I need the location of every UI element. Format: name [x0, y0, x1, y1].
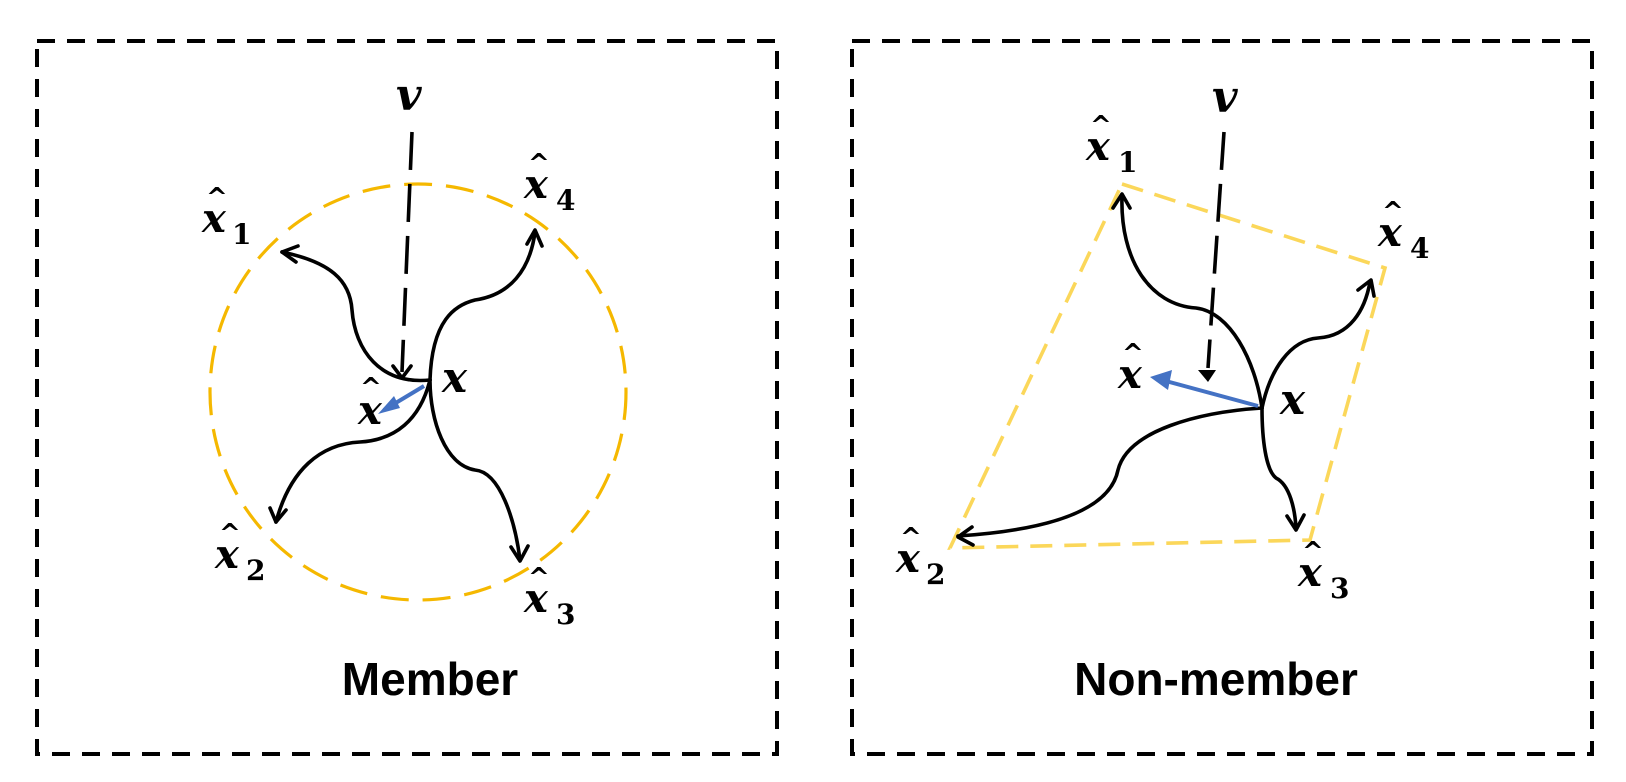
member-arrowhead-x4 [525, 228, 544, 248]
non-member-frame [850, 39, 1594, 756]
non-member-label-x-hat-2: x ^ 2 [895, 523, 945, 591]
member-x4-hat: ^ [528, 149, 550, 179]
member-x2-sub: 2 [246, 554, 265, 587]
member-curve-x4 [428, 230, 537, 382]
non-member-caption: Non-member [1074, 653, 1358, 705]
member-x4-base: x [523, 161, 549, 208]
member-x3-sub: 3 [556, 598, 575, 631]
non-member-v-arrowhead [1198, 370, 1216, 382]
member-label-x-hat-3: x ^ 3 [523, 563, 575, 631]
non-member-arrowhead-x4 [1356, 278, 1376, 298]
non-member-x2-sub: 2 [926, 558, 945, 591]
non-member-label-x-hat: x ^ [1117, 339, 1144, 398]
non-member-label-v: v [1212, 72, 1238, 123]
member-x-hat-hat: ^ [360, 373, 382, 403]
member-x3-base: x [523, 575, 549, 622]
member-label-x-hat-2: x ^ 2 [214, 519, 265, 587]
non-member-arrowhead-x3 [1285, 513, 1306, 532]
member-arrowhead-x1 [280, 244, 300, 264]
member-x1-sub: 1 [232, 218, 251, 251]
non-member-x4-base: x [1377, 209, 1403, 256]
non-member-label-x-hat-1: x ^ 1 [1085, 111, 1137, 179]
member-curve-x1 [280, 250, 432, 383]
member-label-x-hat-1: x ^ 1 [201, 183, 251, 251]
non-member-curve-x4 [1260, 280, 1372, 410]
member-x1-base: x [201, 195, 227, 242]
non-member-curve-x2 [956, 406, 1264, 538]
non-member-reconstruction-arrow [1161, 378, 1259, 408]
non-member-x1-base: x [1085, 123, 1111, 170]
member-label-x-hat-4: x ^ 4 [523, 149, 575, 217]
member-curve-x3 [428, 378, 522, 562]
non-member-x-hat-hat: ^ [1122, 339, 1144, 369]
non-member-x3-sub: 3 [1330, 572, 1349, 605]
non-member-x3-hat: ^ [1302, 537, 1324, 567]
member-curve-x2 [274, 378, 432, 524]
member-x-hat-base: x [357, 387, 383, 434]
member-x1-hat: ^ [206, 183, 228, 213]
member-label-v: v [396, 70, 422, 121]
non-member-curve-x1 [1120, 194, 1264, 410]
member-label-x: x [441, 353, 468, 402]
member-arrowhead-x2 [268, 506, 288, 524]
member-frame [35, 39, 779, 756]
member-caption: Member [342, 653, 518, 705]
non-member-arrowhead-x2 [956, 525, 975, 547]
member-v-line [400, 131, 414, 373]
non-member-x2-base: x [895, 535, 921, 582]
member-x2-hat: ^ [219, 519, 241, 549]
member-x2-base: x [214, 531, 240, 578]
non-member-curve-x3 [1260, 406, 1298, 530]
non-member-x4-sub: 4 [1410, 232, 1429, 265]
non-member-x3-base: x [1297, 549, 1323, 596]
non-member-x1-hat: ^ [1090, 111, 1112, 141]
non-member-v-line [1206, 131, 1226, 369]
member-x3-hat: ^ [528, 563, 550, 593]
non-member-reconstruction-arrowhead [1150, 370, 1172, 390]
member-label-x-hat: x ^ [357, 373, 383, 434]
non-member-panel: v x x ^ x ^ 1 x ^ 4 x ^ 2 x ^ 3 Non-memb… [850, 39, 1594, 756]
non-member-arrowhead-x1 [1111, 192, 1132, 210]
member-neighborhood-circle [208, 182, 628, 602]
non-member-hull [947, 181, 1388, 550]
non-member-label-x-hat-4: x ^ 4 [1377, 197, 1429, 265]
member-reconstruction-arrowhead [378, 396, 400, 414]
member-x4-sub: 4 [556, 184, 575, 217]
member-panel: v x x ^ x ^ 1 x ^ 4 x ^ 2 x ^ 3 Member [35, 39, 779, 756]
non-member-x-hat-base: x [1117, 351, 1143, 398]
non-member-label-x: x [1279, 375, 1306, 424]
non-member-x2-hat: ^ [900, 523, 922, 553]
non-member-label-x-hat-3: x ^ 3 [1297, 537, 1349, 605]
non-member-x1-sub: 1 [1118, 146, 1137, 179]
member-arrowhead-x3 [509, 544, 530, 563]
non-member-x4-hat: ^ [1382, 197, 1404, 227]
